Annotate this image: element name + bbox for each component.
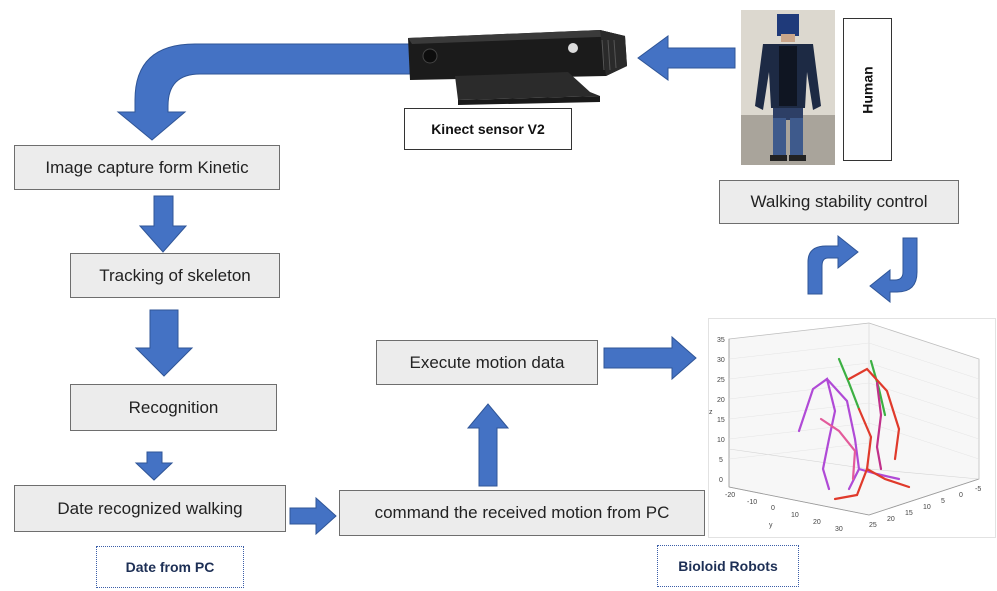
z-tick-label: 30 bbox=[717, 357, 725, 364]
step-tracking-skeleton-label: Tracking of skeleton bbox=[99, 265, 251, 285]
date-from-pc-box: Date from PC bbox=[96, 546, 244, 588]
z-tick-label: 15 bbox=[717, 417, 725, 424]
step-tracking-skeleton: Tracking of skeleton bbox=[70, 253, 280, 298]
step-date-recognized: Date recognized walking bbox=[14, 485, 286, 532]
stability-up-arrow bbox=[807, 234, 859, 295]
date-to-command-arrow bbox=[289, 496, 337, 536]
skeleton-trace-magenta bbox=[875, 381, 883, 471]
skeleton-trace-red bbox=[847, 367, 901, 461]
kinect-to-capture-arrow bbox=[116, 43, 411, 141]
stability-down-arrow bbox=[869, 237, 918, 304]
y-tick-label: 0 bbox=[959, 492, 963, 499]
x-tick-label: 30 bbox=[835, 526, 843, 533]
step-recognition: Recognition bbox=[70, 384, 277, 431]
skeleton-plot-svg: 35 30 25 20 15 10 5 0 z -20 -10 0 10 20 … bbox=[709, 322, 981, 533]
human-photo bbox=[741, 10, 835, 165]
x-tick-label: 0 bbox=[771, 505, 775, 512]
z-tick-label: 25 bbox=[717, 377, 725, 384]
step-image-capture: Image capture form Kinetic bbox=[14, 145, 280, 190]
z-tick-label: 0 bbox=[719, 477, 723, 484]
skeleton-trace-purple bbox=[797, 377, 837, 491]
bioloid-robots-label: Bioloid Robots bbox=[678, 558, 778, 574]
x-tick-label: -20 bbox=[725, 492, 735, 499]
y-tick-label: 5 bbox=[941, 498, 945, 505]
skeleton-trace-purple bbox=[825, 377, 861, 491]
step-recognition-label: Recognition bbox=[128, 397, 219, 417]
human-label-box: Human bbox=[843, 18, 892, 161]
y-tick-label: 15 bbox=[905, 510, 913, 517]
date-from-pc-label: Date from PC bbox=[125, 559, 215, 575]
z-tick-label: 10 bbox=[717, 437, 725, 444]
human-to-kinect-arrow bbox=[637, 35, 736, 81]
skeleton-trace-pink bbox=[819, 417, 857, 481]
execute-motion-label: Execute motion data bbox=[409, 352, 565, 372]
execute-to-robot-arrow bbox=[603, 335, 697, 381]
stability-control-label: Walking stability control bbox=[750, 192, 928, 211]
y-tick-label: 25 bbox=[869, 522, 877, 529]
tracking-to-recognition-arrow bbox=[134, 309, 194, 377]
capture-to-tracking-arrow bbox=[138, 195, 188, 253]
skeleton-trace-red bbox=[865, 467, 911, 489]
step-image-capture-label: Image capture form Kinetic bbox=[45, 157, 249, 177]
command-box: command the received motion from PC bbox=[339, 490, 705, 536]
step-date-recognized-label: Date recognized walking bbox=[57, 498, 243, 518]
skeleton-trace-green bbox=[869, 359, 887, 417]
command-label: command the received motion from PC bbox=[374, 503, 670, 522]
skeleton-3d-plot: 35 30 25 20 15 10 5 0 z -20 -10 0 10 20 … bbox=[708, 318, 996, 538]
kinect-lens-icon bbox=[422, 48, 438, 64]
recognition-to-date-arrow bbox=[134, 451, 174, 481]
stability-control-box: Walking stability control bbox=[719, 180, 959, 224]
z-tick-label: 20 bbox=[717, 397, 725, 404]
z-axis-label: z bbox=[709, 409, 713, 416]
x-tick-label: -10 bbox=[747, 499, 757, 506]
human-label: Human bbox=[859, 65, 876, 114]
kinect-label: Kinect sensor V2 bbox=[431, 121, 545, 137]
skeleton-trace-green bbox=[837, 357, 861, 411]
bioloid-robots-box: Bioloid Robots bbox=[657, 545, 799, 587]
command-to-execute-arrow bbox=[466, 403, 510, 487]
z-tick-label: 35 bbox=[717, 337, 725, 344]
xbox-logo-icon bbox=[568, 43, 578, 53]
y-tick-label: -5 bbox=[975, 486, 981, 493]
x-tick-label: 10 bbox=[791, 512, 799, 519]
y-tick-label: 10 bbox=[923, 504, 931, 511]
person-figure bbox=[741, 10, 835, 165]
x-tick-label: 20 bbox=[813, 519, 821, 526]
y-axis-label: y bbox=[769, 522, 773, 529]
y-tick-label: 20 bbox=[887, 516, 895, 523]
execute-motion-box: Execute motion data bbox=[376, 340, 598, 385]
z-tick-label: 5 bbox=[719, 457, 723, 464]
kinect-label-box: Kinect sensor V2 bbox=[404, 108, 572, 150]
